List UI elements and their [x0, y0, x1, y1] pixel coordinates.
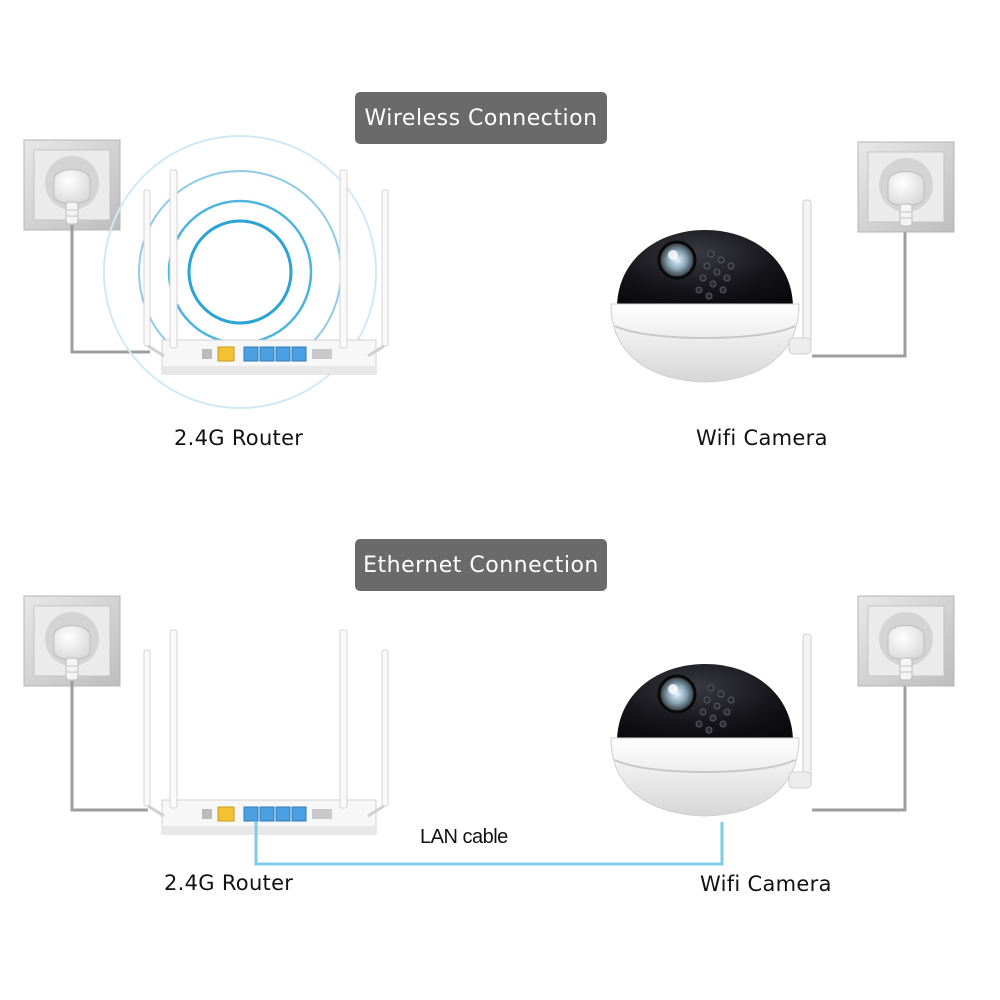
ethernet-router-label: 2.4G Router: [164, 871, 294, 895]
router-icon: [142, 168, 390, 376]
dome-camera-icon: [609, 632, 813, 818]
lan-cable-label: LAN cable: [420, 826, 508, 848]
wall-outlet-icon: [23, 139, 121, 231]
ethernet-camera-label: Wifi Camera: [700, 872, 832, 896]
power-cable: [812, 681, 907, 812]
wireless-router-label: 2.4G Router: [174, 426, 304, 450]
wireless-section: [23, 135, 955, 409]
lan-cable-line: [254, 822, 724, 866]
ethernet-title-badge: Ethernet Connection: [355, 539, 607, 591]
router-icon: [142, 628, 390, 836]
power-cable: [70, 225, 150, 354]
wall-outlet-icon: [23, 595, 121, 687]
power-cable: [70, 681, 148, 812]
ethernet-section: [23, 595, 955, 866]
dome-camera-icon: [609, 198, 813, 384]
wall-outlet-icon: [857, 141, 955, 233]
wireless-title-badge: Wireless Connection: [355, 92, 607, 144]
wireless-camera-label: Wifi Camera: [696, 426, 828, 450]
wall-outlet-icon: [857, 595, 955, 687]
power-cable: [812, 225, 907, 358]
